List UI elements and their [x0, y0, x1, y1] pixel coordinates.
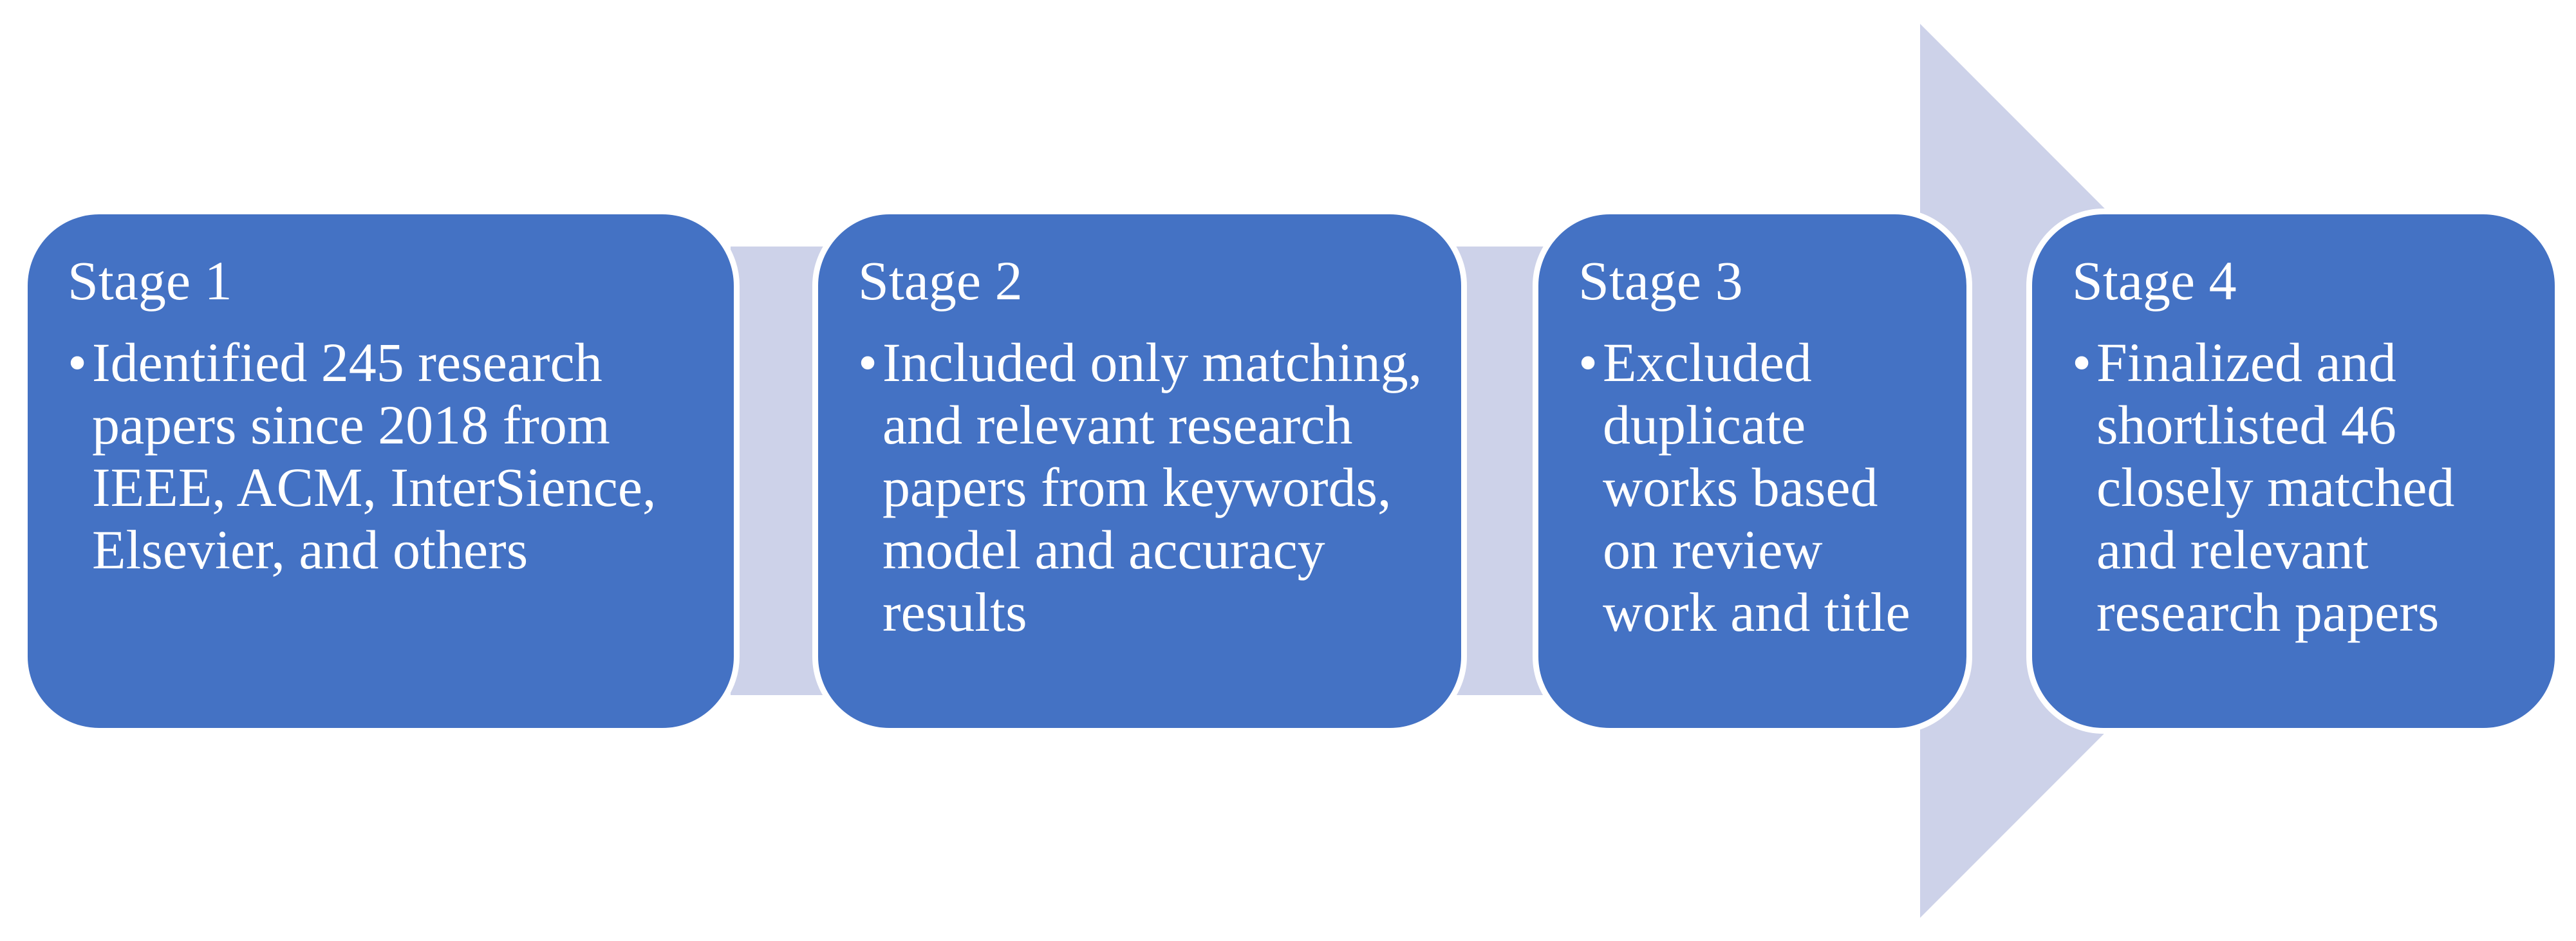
bullet-icon: •	[1578, 331, 1598, 393]
stage-body-text: Included only matching, and relevant res…	[882, 331, 1423, 643]
stage-bullet-item: • Finalized and shortlisted 46 closely m…	[2072, 331, 2543, 644]
stage-2-box: Stage 2 • Included only matching, and re…	[812, 209, 1467, 734]
stage-bullet-item: • Excluded duplicate works based on revi…	[1578, 331, 1955, 644]
stage-bullet-item: • Included only matching, and relevant r…	[858, 331, 1450, 644]
stage-4-box: Stage 4 • Finalized and shortlisted 46 c…	[2026, 209, 2561, 734]
stage-1-box: Stage 1 • Identified 245 research papers…	[22, 209, 740, 734]
stage-title: Stage 1	[68, 250, 232, 312]
bullet-icon: •	[68, 331, 88, 393]
connector-band-2	[1455, 247, 1545, 695]
bullet-icon: •	[2072, 331, 2092, 393]
stage-title: Stage 3	[1578, 250, 1743, 312]
bullet-icon: •	[858, 331, 878, 393]
stage-body-text: Identified 245 research papers since 201…	[92, 331, 657, 581]
stage-title: Stage 2	[858, 250, 1023, 312]
connector-band-1	[731, 247, 824, 695]
stage-body-text: Excluded duplicate works based on review…	[1603, 331, 1910, 643]
stage-body-text: Finalized and shortlisted 46 closely mat…	[2096, 331, 2455, 643]
stage-title: Stage 4	[2072, 250, 2237, 312]
stage-bullet-item: • Identified 245 research papers since 2…	[68, 331, 722, 581]
stage-3-box: Stage 3 • Excluded duplicate works based…	[1533, 209, 1972, 734]
